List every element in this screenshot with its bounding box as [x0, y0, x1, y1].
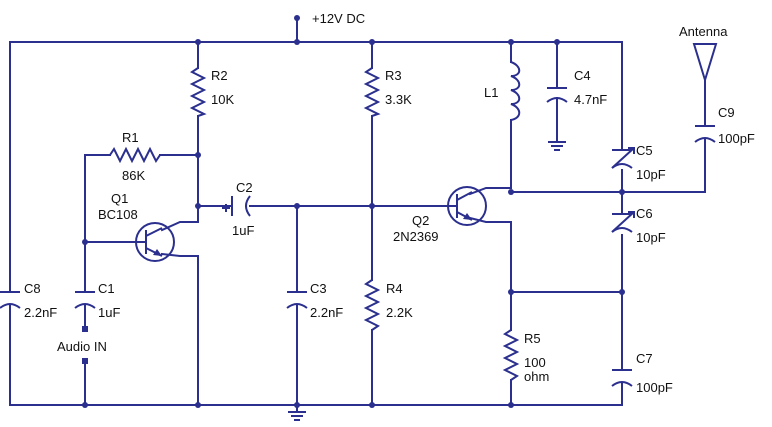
r5-ref: R5 — [524, 331, 541, 346]
capacitor-c3: C3 2.2nF — [286, 281, 343, 320]
antenna-symbol: Antenna — [679, 24, 728, 84]
capacitor-c4: C4 4.7nF — [546, 68, 607, 107]
capacitor-c5-variable: C5 10pF — [611, 143, 666, 182]
antenna-label: Antenna — [679, 24, 728, 39]
inductor-l1: L1 — [484, 61, 521, 121]
q2-value: 2N2369 — [393, 229, 439, 244]
r1-ref: R1 — [122, 130, 139, 145]
q1-value: BC108 — [98, 207, 138, 222]
resistor-r1: R1 86K — [109, 130, 161, 183]
l1-ref: L1 — [484, 85, 498, 100]
c2-ref: C2 — [236, 180, 253, 195]
r3-value: 3.3K — [385, 92, 412, 107]
c3-ref: C3 — [310, 281, 327, 296]
r2-ref: R2 — [211, 68, 228, 83]
ground-symbol-main — [288, 404, 306, 421]
r3-ref: R3 — [385, 68, 402, 83]
c5-value: 10pF — [636, 167, 666, 182]
c1-value: 1uF — [98, 305, 120, 320]
capacitor-c9: C9 100pF — [694, 105, 755, 146]
c8-value: 2.2nF — [24, 305, 57, 320]
c9-value: 100pF — [718, 131, 755, 146]
r5-value: 100 — [524, 355, 546, 370]
q1-ref: Q1 — [111, 191, 128, 206]
c8-ref: C8 — [24, 281, 41, 296]
r5-unit: ohm — [524, 369, 549, 384]
transistor-q2: Q2 2N2369 — [393, 186, 487, 244]
capacitor-c1: C1 1uF — [74, 281, 120, 320]
capacitor-c6-variable: C6 10pF — [611, 206, 666, 245]
c3-value: 2.2nF — [310, 305, 343, 320]
c5-ref: C5 — [636, 143, 653, 158]
c9-ref: C9 — [718, 105, 735, 120]
capacitor-c8: C8 2.2nF — [0, 281, 57, 320]
c7-value: 100pF — [636, 380, 673, 395]
c4-ref: C4 — [574, 68, 591, 83]
junctions — [82, 39, 625, 408]
resistor-r4: R4 2.2K — [363, 279, 413, 331]
c6-value: 10pF — [636, 230, 666, 245]
q2-ref: Q2 — [412, 213, 429, 228]
supply-terminal: +12V DC — [294, 11, 365, 26]
c4-value: 4.7nF — [574, 92, 607, 107]
r2-value: 10K — [211, 92, 234, 107]
audio-input-terminal: Audio IN — [57, 326, 107, 364]
ground-symbol-c4 — [548, 141, 566, 151]
transistor-q1: Q1 BC108 — [98, 191, 175, 262]
c6-ref: C6 — [636, 206, 653, 221]
capacitor-c7: C7 100pF — [611, 351, 673, 395]
supply-label: +12V DC — [312, 11, 365, 26]
capacitor-c2: C2 1uF — [222, 180, 254, 238]
r4-ref: R4 — [386, 281, 403, 296]
resistor-r2: R2 10K — [189, 67, 234, 117]
audio-in-label: Audio IN — [57, 339, 107, 354]
c2-value: 1uF — [232, 223, 254, 238]
resistor-r5: R5 100 ohm — [502, 329, 549, 384]
r1-value: 86K — [122, 168, 145, 183]
resistor-r3: R3 3.3K — [363, 67, 412, 117]
c1-ref: C1 — [98, 281, 115, 296]
r4-value: 2.2K — [386, 305, 413, 320]
c7-ref: C7 — [636, 351, 653, 366]
